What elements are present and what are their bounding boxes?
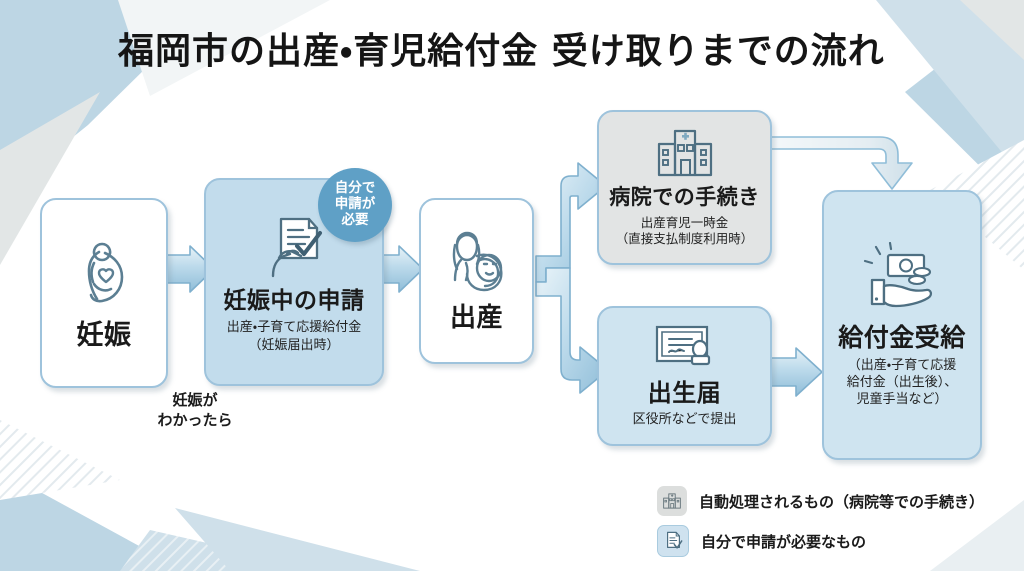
node-birth[interactable]: 出産 <box>419 198 534 364</box>
caption-line-1: 妊娠が <box>172 391 218 409</box>
node-benefit-title: 給付金受給 <box>838 323 966 353</box>
node-birth-registration-title: 出生届 <box>647 378 722 407</box>
node-pregnancy-title: 妊娠 <box>76 320 132 352</box>
caption-pregnancy-known: 妊娠が わかったら <box>120 390 270 431</box>
self-application-badge: 自分で 申請が 必要 <box>318 168 392 242</box>
arrow-pregnancy-to-application <box>166 245 215 293</box>
sub-line-3: 児童手当など） <box>856 391 948 407</box>
badge-line-3: 必要 <box>341 211 369 228</box>
sub-line-1: 区役所などで提出 <box>632 412 737 428</box>
arrow-registration-to-benefit <box>770 347 823 397</box>
badge-line-1: 自分で <box>334 180 376 197</box>
sub-line-2: 給付金（出生後）、 <box>846 374 958 390</box>
hospital-icon <box>654 127 716 179</box>
hand-money-icon <box>860 242 944 314</box>
caption-line-2: わかったら <box>157 411 233 430</box>
node-hospital[interactable]: 病院での手続き 出産育児一時金 （直接支払制度利用時） <box>597 110 772 265</box>
arrow-hospital-to-benefit <box>769 136 913 190</box>
page-title: 福岡市の出産・育児給付金 受け取りまでの流れ <box>118 31 885 72</box>
node-pregnancy[interactable]: 妊娠 <box>40 198 168 388</box>
badge-line-2: 申請が <box>334 196 376 213</box>
node-birth-title: 出産 <box>449 302 503 333</box>
node-benefit-sub: （出産・子育て応援 給付金（出生後）、 児童手当など） <box>847 357 958 408</box>
mother-baby-icon <box>441 230 513 292</box>
document-check-icon <box>657 525 689 557</box>
node-benefit[interactable]: 給付金受給 （出産・子育て応援 給付金（出生後）、 児童手当など） <box>822 190 982 460</box>
legend-item-automatic-label: 自動処理されるもの（病院等での手続き） <box>699 492 985 511</box>
hospital-icon <box>657 486 687 516</box>
sub-line-1: （出産・子育て応援 <box>847 357 957 373</box>
document-check-hand-icon <box>257 214 331 280</box>
arrow-birth-fork <box>535 162 609 394</box>
sub-line-2: （直接支払制度利用時） <box>615 231 754 247</box>
certificate-stamp-icon <box>652 324 718 372</box>
node-birth-registration-sub: 区役所などで提出 <box>633 411 737 428</box>
arrow-application-to-birth <box>382 245 424 293</box>
sub-line-2: （妊娠届出時） <box>248 337 340 353</box>
node-hospital-sub: 出産育児一時金 （直接支払制度利用時） <box>616 215 754 248</box>
node-birth-registration[interactable]: 出生届 区役所などで提出 <box>597 306 772 446</box>
legend-item-automatic: 自動処理されるもの（病院等での手続き） <box>657 486 984 516</box>
node-pregnancy-application-sub: 出産・子育て応援給付金 （妊娠届出時） <box>227 319 361 353</box>
legend-item-self-application: 自分で申請が必要なもの <box>657 525 984 557</box>
node-pregnancy-application-title: 妊娠中の申請 <box>223 288 365 315</box>
node-hospital-title: 病院での手続き <box>609 185 760 210</box>
sub-line-1: 出産・子育て応援給付金 <box>226 320 362 336</box>
legend: 自動処理されるもの（病院等での手続き） 自分で申請が必要なもの <box>657 486 984 566</box>
legend-item-self-application-label: 自分で申請が必要なもの <box>701 532 867 551</box>
sub-line-1: 出産育児一時金 <box>640 214 729 230</box>
pregnant-woman-icon <box>72 235 136 309</box>
